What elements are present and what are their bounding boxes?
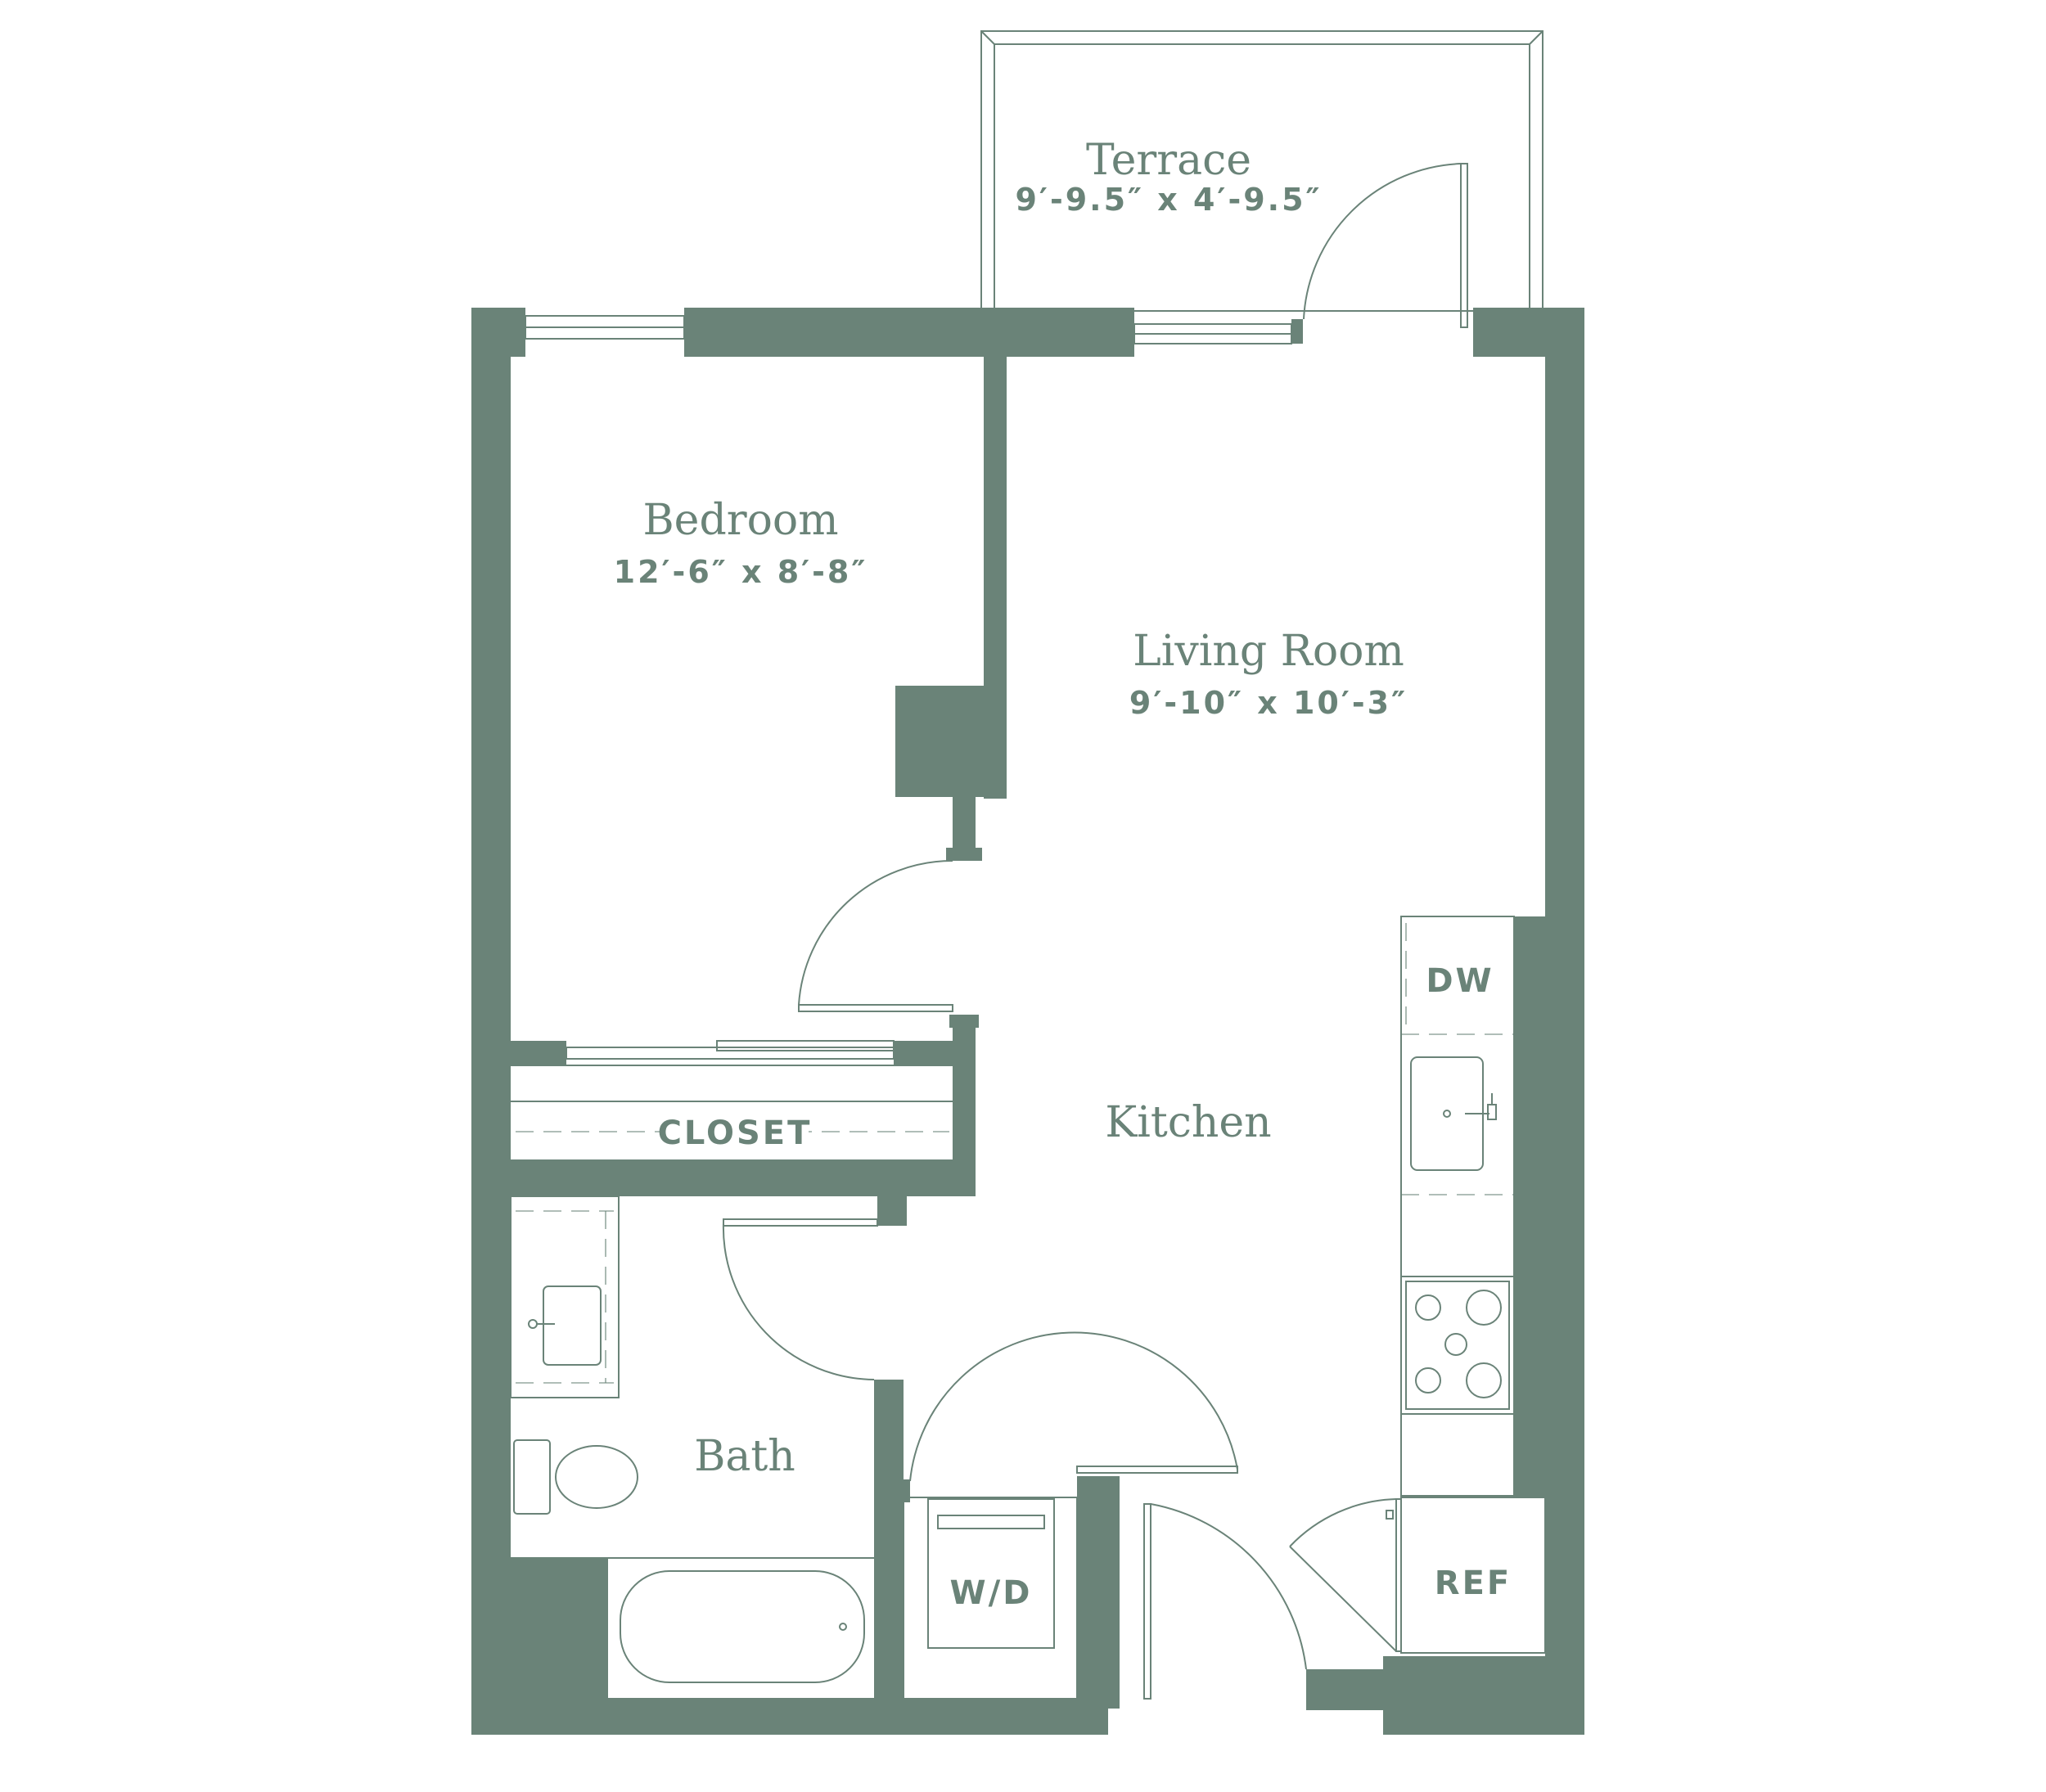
terrace-inner-outline	[994, 43, 1530, 312]
closet-slider-a[interactable]	[566, 1047, 895, 1060]
toilet-tank	[513, 1439, 551, 1515]
burner-icon	[1466, 1290, 1502, 1326]
faucet-icon	[1487, 1104, 1497, 1120]
burner-icon	[1415, 1294, 1441, 1321]
living-room-dimensions: 9′-10″ x 10′-3″	[1129, 685, 1408, 721]
burner-icon	[1466, 1362, 1502, 1398]
washer-dryer	[927, 1498, 1055, 1649]
closet-slider-b[interactable]	[716, 1040, 895, 1051]
terrace	[980, 30, 1544, 328]
range	[1405, 1281, 1510, 1410]
kitchen: Kitchen DW REF	[1105, 916, 1546, 1654]
closet: CLOSET	[511, 1040, 953, 1161]
terrace-labels: Terrace 9′-9.5″ x 4′-9.5″	[1015, 136, 1322, 218]
fridge-door-swing	[1289, 1498, 1397, 1547]
tub-drain-icon	[839, 1623, 847, 1631]
kitchen-name: Kitchen	[1105, 1098, 1271, 1147]
laundry-door-swing	[909, 1331, 1238, 1482]
bedroom: Bedroom 12′-6″ x 8′-8″	[614, 496, 953, 1012]
terrace-door-swing	[1303, 163, 1462, 320]
washer-dryer-label: W/D	[950, 1574, 1033, 1612]
sink-drain-icon	[1443, 1110, 1451, 1118]
living-room-name: Living Room	[1133, 627, 1404, 676]
bath: Bath	[510, 1195, 878, 1700]
entry-door	[1143, 1503, 1307, 1700]
closet-label: CLOSET	[658, 1114, 813, 1152]
laundry-closet: W/D	[903, 1331, 1238, 1700]
kitchen-counter	[1400, 916, 1515, 1497]
terrace-door-leaf[interactable]	[1460, 163, 1468, 328]
bedroom-dimensions: 12′-6″ x 8′-8″	[614, 554, 868, 590]
refrigerator-label: REF	[1435, 1565, 1512, 1602]
bath-sink	[543, 1285, 602, 1366]
fridge-door-leaf[interactable]	[1289, 1546, 1397, 1652]
faucet-icon	[528, 1319, 538, 1329]
column	[895, 686, 1007, 797]
terrace-dimensions: 9′-9.5″ x 4′-9.5″	[1015, 182, 1322, 218]
entry-door-swing	[1150, 1503, 1307, 1670]
bedroom-door-leaf[interactable]	[798, 1004, 953, 1012]
living-room: Living Room 9′-10″ x 10′-3″	[1129, 627, 1408, 721]
entry-door-leaf[interactable]	[1143, 1503, 1151, 1700]
bath-door-leaf[interactable]	[723, 1218, 878, 1227]
bedroom-name: Bedroom	[642, 496, 838, 545]
dishwasher-label: DW	[1426, 962, 1494, 1000]
windows	[525, 315, 1292, 344]
walls	[471, 308, 1584, 1735]
laundry-door-leaf[interactable]	[1076, 1466, 1238, 1474]
bath-name: Bath	[694, 1432, 795, 1481]
vanity	[510, 1195, 620, 1398]
bathtub	[606, 1557, 878, 1700]
bath-door-swing	[722, 1222, 875, 1380]
terrace-outline	[980, 30, 1544, 312]
burner-icon	[1415, 1367, 1441, 1394]
bedroom-door-swing	[798, 859, 953, 1006]
terrace-name: Terrace	[1086, 136, 1251, 185]
burner-icon	[1444, 1333, 1467, 1356]
toilet-bowl	[555, 1445, 638, 1509]
